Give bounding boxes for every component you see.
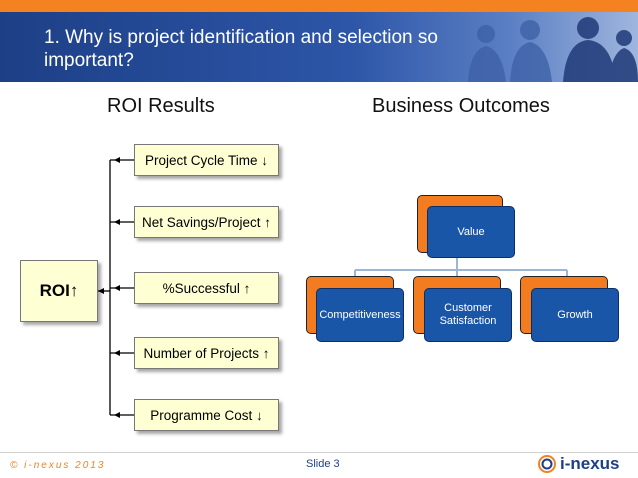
slide-header: 1. Why is project identification and sel… xyxy=(0,12,638,82)
competitiveness-node: Competitiveness xyxy=(316,288,404,342)
roi-item-net-savings: Net Savings/Project ↑ xyxy=(134,206,279,238)
growth-node: Growth xyxy=(531,288,619,342)
roi-item-successful: %Successful ↑ xyxy=(134,272,279,304)
business-people-image xyxy=(468,17,638,82)
roi-item-cycle-time: Project Cycle Time ↓ xyxy=(134,144,279,176)
logo-icon xyxy=(538,455,556,473)
roi-results-title: ROI Results xyxy=(107,95,215,117)
copyright-text: © i-nexus 2013 xyxy=(10,460,106,471)
roi-item-programme-cost: Programme Cost ↓ xyxy=(134,399,279,431)
i-nexus-logo: i-nexus xyxy=(538,454,620,474)
business-outcomes-title: Business Outcomes xyxy=(372,95,550,117)
roi-root-box: ROI↑ xyxy=(20,260,98,322)
footer-divider xyxy=(0,452,638,453)
roi-item-number-projects: Number of Projects ↑ xyxy=(134,337,279,369)
slide-title: 1. Why is project identification and sel… xyxy=(44,27,438,71)
value-node: Value xyxy=(427,206,515,258)
top-accent-bar xyxy=(0,0,638,12)
logo-text: i-nexus xyxy=(560,454,620,473)
customer-satisfaction-node: Customer Satisfaction xyxy=(424,288,512,342)
slide-number: Slide 3 xyxy=(306,458,340,470)
